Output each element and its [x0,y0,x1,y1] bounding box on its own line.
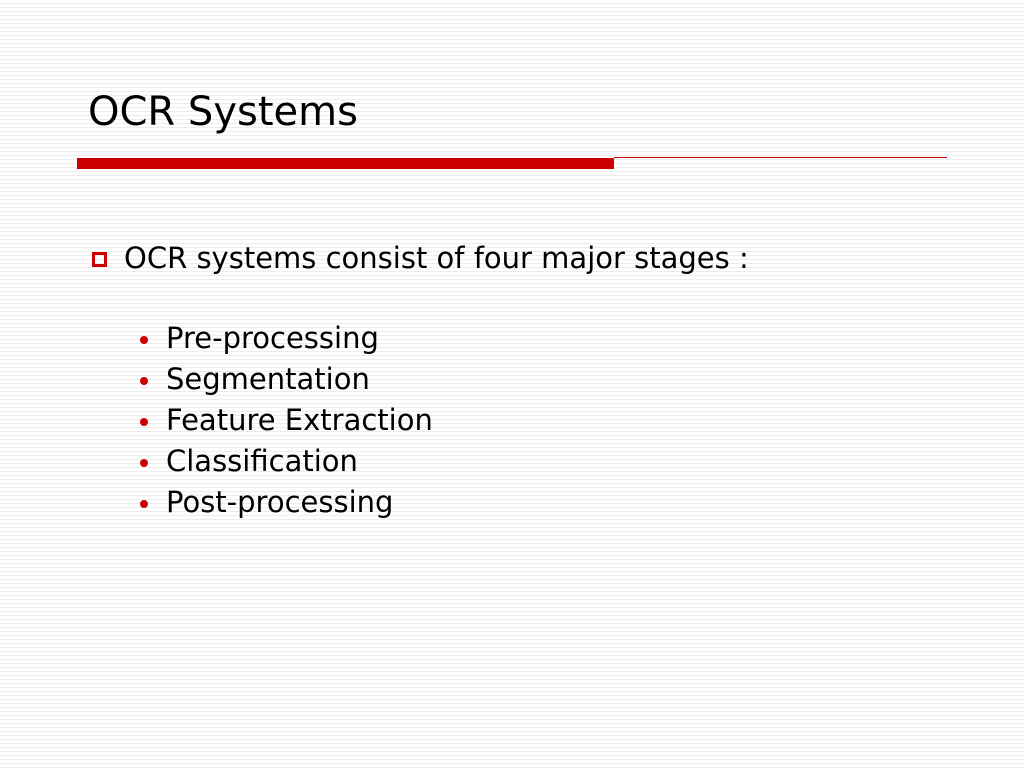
title-underline-thick [77,158,614,169]
dot-bullet-icon [140,417,148,426]
stage-item-segmentation: Segmentation [140,359,433,400]
stage-item-post-processing: Post-processing [140,482,433,523]
stage-item-pre-processing: Pre-processing [140,318,433,359]
dot-bullet-icon [140,458,148,467]
slide-title: OCR Systems [88,89,358,135]
square-bullet-icon [92,251,107,267]
main-point: OCR systems consist of four major stages… [92,238,749,278]
stage-label: Feature Extraction [166,403,433,437]
dot-bullet-icon [140,499,148,508]
title-underline-thin [614,157,947,158]
main-point-text: OCR systems consist of four major stages… [124,241,749,275]
stage-label: Segmentation [166,362,370,396]
dot-bullet-icon [140,335,148,344]
stages-list: Pre-processing Segmentation Feature Extr… [140,318,433,523]
stage-label: Pre-processing [166,321,379,355]
dot-bullet-icon [140,376,148,385]
stage-item-feature-extraction: Feature Extraction [140,400,433,441]
stage-item-classification: Classification [140,441,433,482]
stage-label: Post-processing [166,485,394,519]
stage-label: Classification [166,444,358,478]
